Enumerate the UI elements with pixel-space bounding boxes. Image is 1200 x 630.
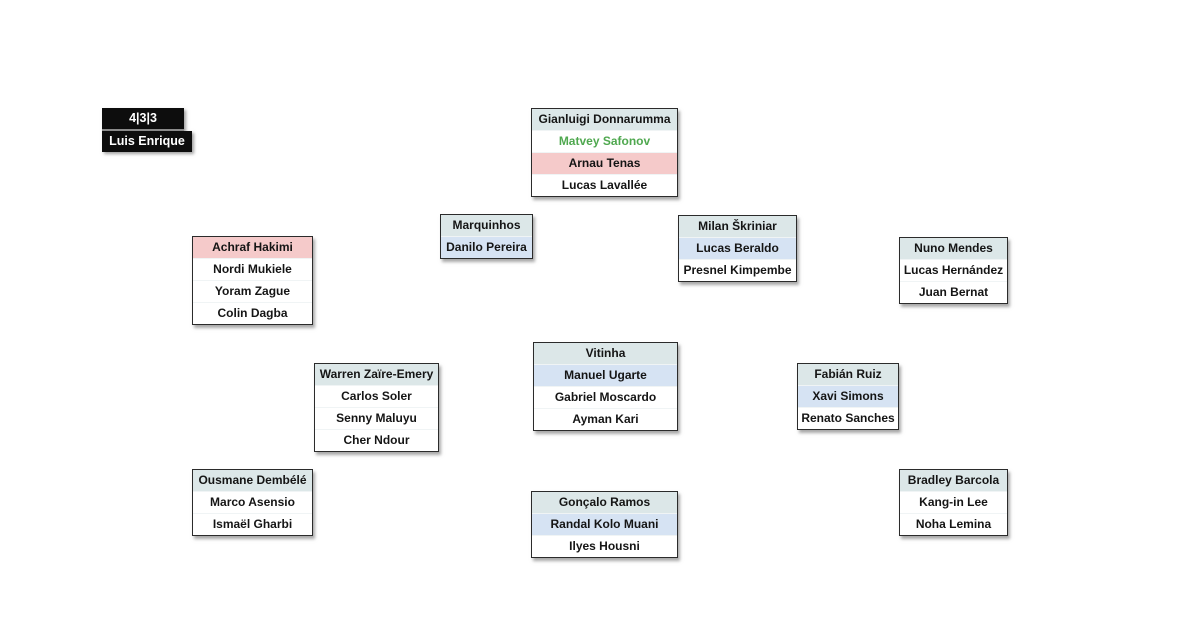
player-cell: Xavi Simons [798,385,898,407]
player-cell: Matvey Safonov [532,130,677,152]
player-cell: Gabriel Moscardo [534,386,677,408]
player-cell: Vitinha [534,343,677,364]
position-box-forward-1: Ousmane Dembélé Marco Asensio Ismaël Gha… [192,469,313,536]
player-cell: Ilyes Housni [532,535,677,557]
player-cell: Gianluigi Donnarumma [532,109,677,130]
player-cell: Yoram Zague [193,280,312,302]
player-cell: Ousmane Dembélé [193,470,312,491]
player-cell: Nuno Mendes [900,238,1007,259]
player-cell: Lucas Lavallée [532,174,677,196]
player-cell: Kang-in Lee [900,491,1007,513]
player-cell: Lucas Beraldo [679,237,796,259]
player-cell: Lucas Hernández [900,259,1007,281]
position-box-midfield-1: Warren Zaïre-Emery Carlos Soler Senny Ma… [314,363,439,452]
player-cell: Danilo Pereira [441,236,532,258]
position-box-centre-back-1: Marquinhos Danilo Pereira [440,214,533,259]
player-cell: Presnel Kimpembe [679,259,796,281]
player-cell: Arnau Tenas [532,152,677,174]
position-box-forward-3: Bradley Barcola Kang-in Lee Noha Lemina [899,469,1008,536]
player-cell: Randal Kolo Muani [532,513,677,535]
position-box-midfield-3: Fabián Ruiz Xavi Simons Renato Sanches [797,363,899,430]
position-box-right-back: Achraf Hakimi Nordi Mukiele Yoram Zague … [192,236,313,325]
player-cell: Manuel Ugarte [534,364,677,386]
manager-name: Luis Enrique [102,131,192,152]
position-box-left-back: Nuno Mendes Lucas Hernández Juan Bernat [899,237,1008,304]
player-cell: Renato Sanches [798,407,898,429]
player-cell: Ismaël Gharbi [193,513,312,535]
player-cell: Carlos Soler [315,385,438,407]
player-cell: Senny Maluyu [315,407,438,429]
player-cell: Marquinhos [441,215,532,236]
formation-badge: 4|3|3 [102,108,184,131]
position-box-midfield-2: Vitinha Manuel Ugarte Gabriel Moscardo A… [533,342,678,431]
player-cell: Cher Ndour [315,429,438,451]
position-box-centre-back-2: Milan Škriniar Lucas Beraldo Presnel Kim… [678,215,797,282]
position-box-forward-2: Gonçalo Ramos Randal Kolo Muani Ilyes Ho… [531,491,678,558]
player-cell: Bradley Barcola [900,470,1007,491]
player-cell: Gonçalo Ramos [532,492,677,513]
player-cell: Colin Dagba [193,302,312,324]
player-cell: Milan Škriniar [679,216,796,237]
player-cell: Warren Zaïre-Emery [315,364,438,385]
player-cell: Achraf Hakimi [193,237,312,258]
player-cell: Nordi Mukiele [193,258,312,280]
player-cell: Fabián Ruiz [798,364,898,385]
player-cell: Noha Lemina [900,513,1007,535]
player-cell: Ayman Kari [534,408,677,430]
player-cell: Marco Asensio [193,491,312,513]
player-cell: Juan Bernat [900,281,1007,303]
position-box-goalkeeper: Gianluigi Donnarumma Matvey Safonov Arna… [531,108,678,197]
